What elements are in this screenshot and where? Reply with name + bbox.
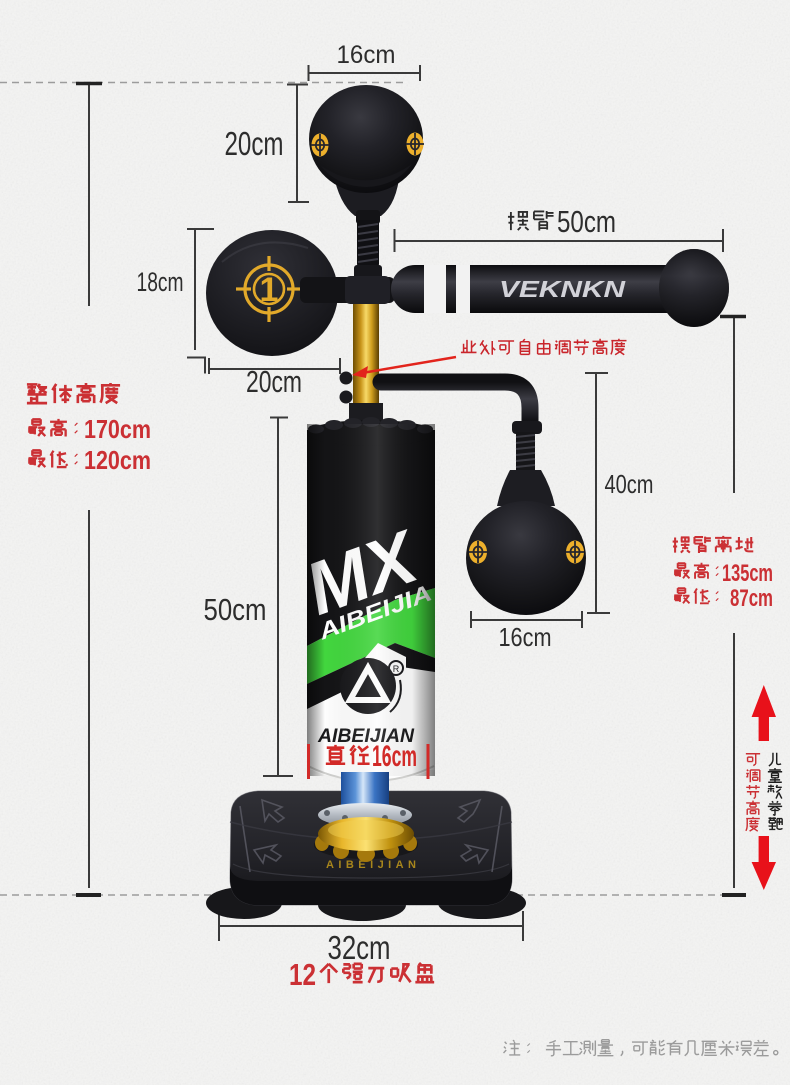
- svg-text:87cm: 87cm: [730, 585, 773, 612]
- svg-text:18cm: 18cm: [137, 267, 184, 297]
- svg-text:32cm: 32cm: [328, 929, 391, 966]
- svg-text:135cm: 135cm: [722, 560, 773, 587]
- svg-text:50cm: 50cm: [557, 204, 616, 239]
- svg-text:AIBEIJIAN: AIBEIJIAN: [326, 859, 416, 871]
- svg-text:16cm: 16cm: [372, 740, 417, 773]
- svg-text:16cm: 16cm: [499, 622, 552, 652]
- svg-text:170cm: 170cm: [84, 414, 151, 444]
- svg-text:20cm: 20cm: [225, 125, 284, 162]
- svg-text:50cm: 50cm: [204, 592, 267, 627]
- svg-text:40cm: 40cm: [605, 469, 654, 499]
- svg-text:12: 12: [289, 957, 316, 992]
- svg-text:20cm: 20cm: [246, 364, 302, 399]
- svg-text:16cm: 16cm: [337, 41, 396, 69]
- svg-text:VEKNKN: VEKNKN: [499, 276, 626, 302]
- svg-text:1: 1: [260, 271, 279, 309]
- svg-text:120cm: 120cm: [84, 445, 151, 475]
